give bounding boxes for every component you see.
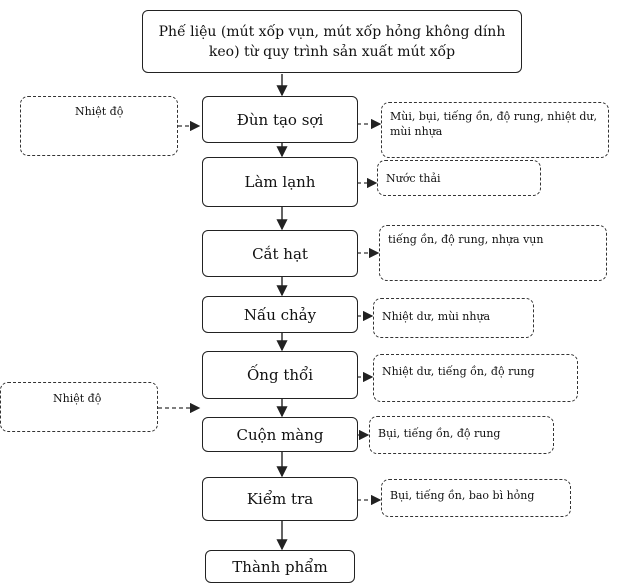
output-pelletizing: tiếng ồn, độ rung, nhựa vụn bbox=[379, 225, 607, 281]
step-cooling: Làm lạnh bbox=[202, 157, 358, 207]
output-inspection: Bụi, tiếng ồn, bao bì hỏng bbox=[381, 479, 571, 517]
input-temperature-1: Nhiệt độ bbox=[20, 96, 178, 156]
step-winding: Cuộn màng bbox=[202, 417, 358, 452]
output-melting: Nhiệt dư, mùi nhựa bbox=[373, 298, 534, 338]
step-extrusion: Đùn tạo sợi bbox=[202, 96, 358, 143]
step-blowing: Ống thổi bbox=[202, 351, 358, 399]
step-finished-product: Thành phẩm bbox=[205, 550, 355, 583]
output-cooling: Nước thải bbox=[377, 160, 541, 196]
source-box: Phế liệu (mút xốp vụn, mút xốp hỏng khôn… bbox=[142, 10, 522, 73]
input-temperature-2: Nhiệt độ bbox=[0, 382, 158, 432]
output-blowing: Nhiệt dư, tiếng ồn, độ rung bbox=[373, 354, 578, 402]
step-inspection: Kiểm tra bbox=[202, 477, 358, 521]
output-extrusion: Mùi, bụi, tiếng ồn, độ rung, nhiệt dư, m… bbox=[381, 102, 609, 158]
step-pelletizing: Cắt hạt bbox=[202, 230, 358, 277]
step-melting: Nấu chảy bbox=[202, 296, 358, 333]
output-winding: Bụi, tiếng ồn, độ rung bbox=[369, 416, 554, 454]
